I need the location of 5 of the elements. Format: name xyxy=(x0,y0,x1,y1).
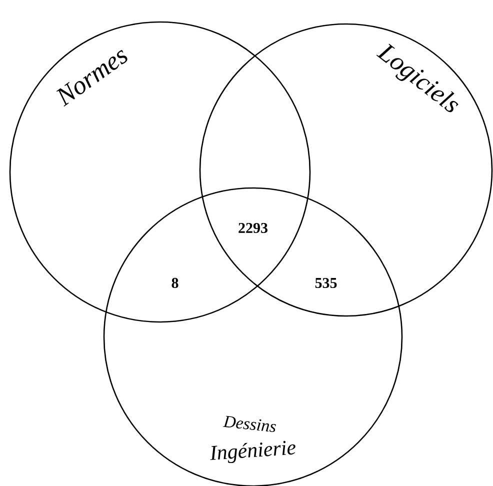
count-label: 2293 xyxy=(238,222,268,234)
set-label: Dessins xyxy=(222,416,276,432)
count-label: 535 xyxy=(315,278,337,288)
count-label: 8 xyxy=(172,278,178,288)
set-label: Ingénierie xyxy=(210,440,296,464)
